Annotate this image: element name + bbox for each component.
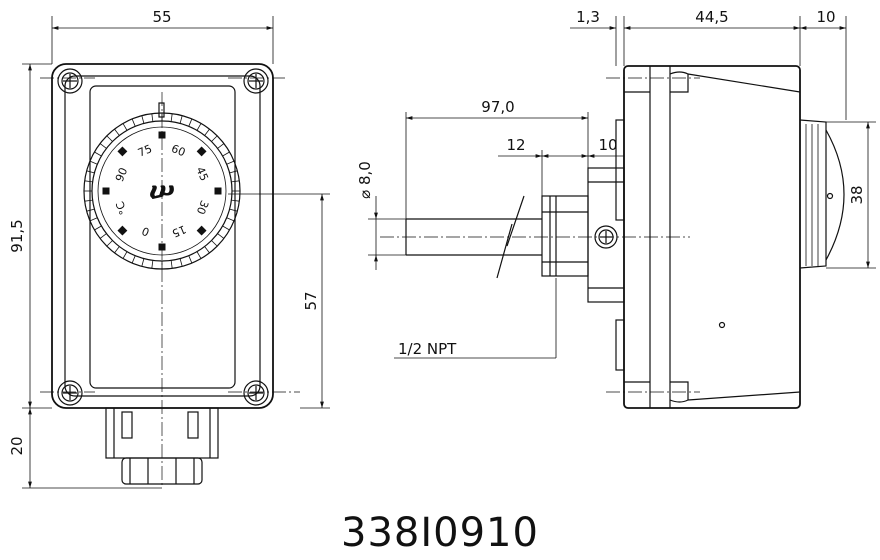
dial-label: 75 [136, 142, 154, 159]
dim-probe-len-label: 97,0 [481, 98, 514, 116]
dim-hex-label: 10 [598, 136, 617, 154]
dial-marker [102, 187, 110, 195]
temperature-dial: 60 45 30 15 0 °C 90 75 ሠ [83, 112, 241, 270]
dim-body-label: 44,5 [695, 8, 728, 26]
dim-mount-label: 57 [302, 291, 320, 310]
dial-marker [117, 146, 128, 157]
dim-thread-label: 12 [506, 136, 525, 154]
dial-markers [102, 131, 222, 251]
dim-knob-dia-label: 38 [848, 185, 866, 204]
thread-callout: 1/2 NPT [394, 278, 557, 359]
screw-icon [243, 68, 269, 94]
dial-marker [196, 146, 207, 157]
screw-icon [57, 68, 83, 94]
dimension-width: 55 [51, 8, 274, 64]
dial-label: 45 [193, 165, 210, 183]
dim-probe-dia-label: ⌀ 8,0 [356, 161, 374, 199]
cover-panel [89, 85, 236, 389]
dial-label: 90 [113, 166, 130, 184]
dial-label: 60 [169, 142, 187, 159]
screw-icon [243, 380, 269, 406]
dim-height-label: 91,5 [8, 219, 26, 252]
thread-label: 1/2 NPT [398, 340, 457, 358]
dimension-height: 91,5 [8, 63, 52, 409]
dim-width-label: 55 [152, 8, 171, 26]
part-number: 338I0910 [341, 510, 539, 556]
enclosure-inner [64, 75, 261, 397]
dial-marker [196, 225, 207, 236]
logo-icon: ሠ [149, 171, 175, 209]
screw-icon [57, 380, 83, 406]
dial-marker [117, 225, 128, 236]
dim-flange-label: 1,3 [576, 8, 600, 26]
index-mark [158, 102, 165, 118]
dial-marker [214, 187, 222, 195]
dial-marker [158, 131, 166, 139]
dimension-thread: 12 10 [498, 136, 625, 196]
dimension-probe-diameter: ⌀ 8,0 [356, 161, 406, 270]
dim-gland-label: 20 [8, 436, 26, 455]
dimension-knob-diameter: 38 [826, 121, 876, 269]
temperature-probe [380, 195, 690, 279]
enclosure-outer [51, 63, 274, 409]
dimension-mount: 57 [228, 193, 330, 409]
cable-gland [105, 407, 219, 485]
dimension-side-top: 1,3 44,5 10 [570, 8, 847, 120]
dial-label: 15 [170, 222, 188, 239]
dial-label: 30 [194, 198, 211, 216]
dial-label: °C [113, 199, 130, 217]
side-knob [799, 119, 845, 269]
dial-marker [158, 243, 166, 251]
dimension-probe-length: 97,0 [405, 98, 589, 219]
process-fitting [541, 167, 625, 303]
dial-label: 0 [140, 224, 151, 239]
dimension-gland: 20 [8, 408, 162, 489]
side-view: 1,3 44,5 10 38 97,0 12 10 [356, 8, 876, 409]
dim-knob-label: 10 [816, 8, 835, 26]
